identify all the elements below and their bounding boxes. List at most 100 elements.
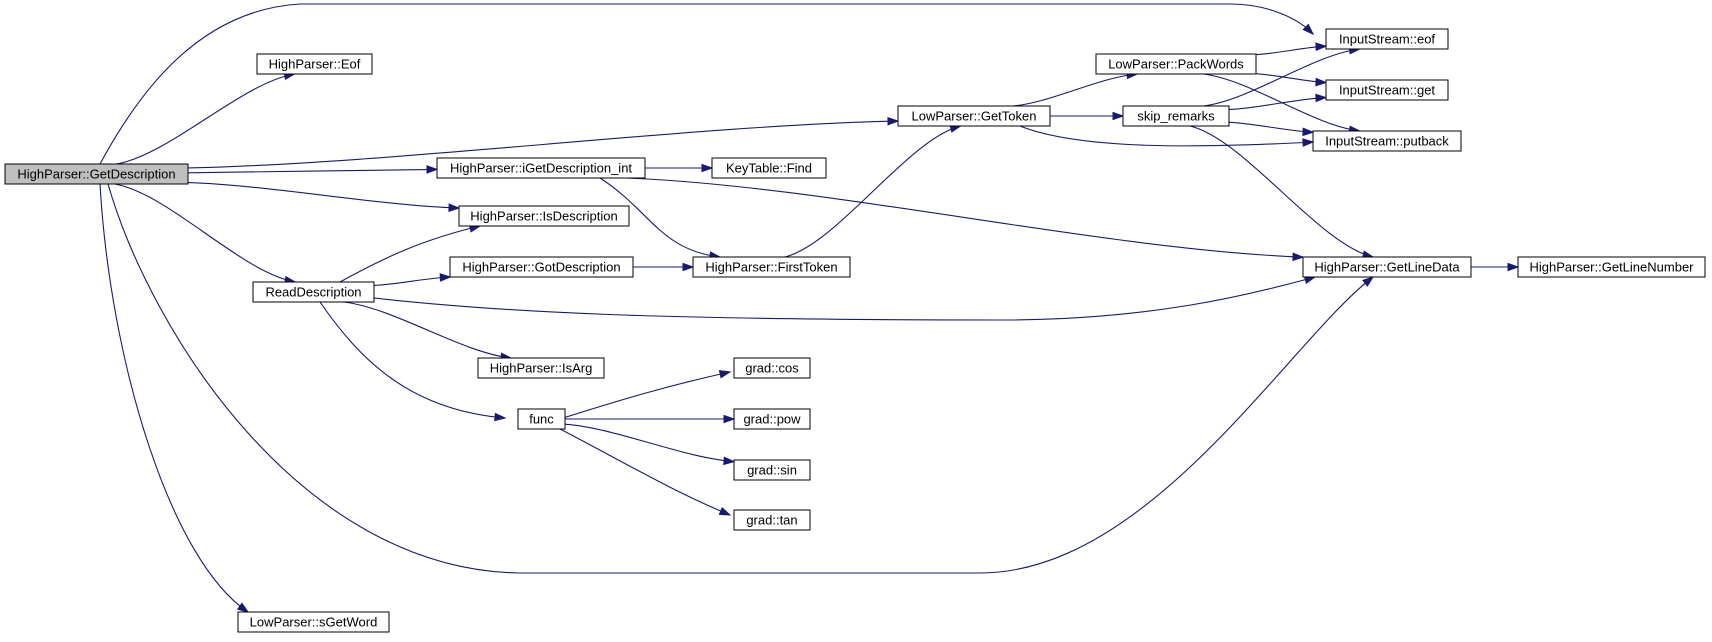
edge-func-to-pow-arrowhead [723, 414, 736, 424]
call-graph-nodes: HighParser::GetDescription HighParser::Eo… [4, 28, 1706, 633]
node-eof[interactable]: HighParser::Eof [256, 53, 373, 75]
edge-gettoken-to-packwords [1012, 70, 1139, 107]
edge-func-to-pow [565, 414, 736, 424]
node-isarg[interactable]: HighParser::IsArg [477, 357, 605, 379]
node-isdesc[interactable]: HighParser::IsDescription [458, 205, 630, 227]
edge-getdesc-to-igetdesc [187, 165, 439, 174]
edge-skip-to-getlinedata-line [1189, 125, 1374, 258]
node-getdesc[interactable]: HighParser::GetDescription [4, 163, 189, 185]
edge-getdesc-to-eof-line [116, 73, 295, 165]
node-firsttoken-label: HighParser::FirstToken [705, 260, 837, 275]
edge-gettoken-to-skip-arrowhead [1112, 111, 1125, 121]
node-is-get[interactable]: InputStream::get [1325, 79, 1449, 101]
edge-gettoken-to-is_putback-line [1019, 125, 1314, 147]
edge-skip-to-getlinedata [1189, 125, 1375, 259]
edge-func-to-tan [559, 428, 732, 516]
edge-packwords-to-is_get-arrowhead [1315, 77, 1328, 87]
node-pow-box [733, 408, 811, 430]
node-readdesc[interactable]: ReadDescription [252, 281, 375, 303]
node-getdesc-box [4, 163, 189, 185]
edge-func-to-sin-line [564, 423, 735, 463]
edge-gettoken-to-skip [1049, 111, 1125, 121]
node-gettoken-box [897, 105, 1051, 127]
edge-getdesc-to-eof [116, 71, 297, 165]
node-is-eof-box [1325, 28, 1449, 50]
edge-getdesc-to-igetdesc-arrowhead [426, 165, 439, 174]
node-eof-box [256, 53, 373, 75]
node-gettoken[interactable]: LowParser::GetToken [897, 105, 1051, 127]
edge-readdesc-to-gotdesc-arrowhead [439, 273, 452, 282]
edge-igetdesc-to-firsttoken-line [599, 177, 721, 258]
edge-packwords-to-is_eof-line [1255, 45, 1327, 56]
edge-packwords-to-is_get-line [1255, 73, 1327, 84]
node-gotdesc[interactable]: HighParser::GotDescription [449, 256, 634, 278]
edge-getdesc-to-readdesc [114, 183, 297, 285]
edge-readdesc-to-gotdesc-line [373, 276, 451, 286]
node-is-eof[interactable]: InputStream::eof [1325, 28, 1449, 50]
edge-gettoken-to-packwords-line [1012, 73, 1138, 107]
edge-igetdesc-to-getlinedata-arrowhead [1292, 252, 1305, 262]
node-sgetword[interactable]: LowParser::sGetWord [237, 611, 390, 633]
node-pow-label: grad::pow [743, 412, 801, 427]
edge-getdesc-to-isdesc [187, 182, 461, 213]
node-firsttoken-box [692, 256, 851, 278]
node-getlinedata[interactable]: HighParser::GetLineData [1302, 256, 1472, 278]
node-find[interactable]: KeyTable::Find [711, 157, 827, 179]
node-isdesc-label: HighParser::IsDescription [470, 209, 617, 224]
edge-func-to-cos-line [559, 371, 731, 420]
node-sgetword-box [237, 611, 390, 633]
edge-gettoken-to-is_putback-arrowhead [1302, 138, 1315, 147]
edge-igetdesc-to-find [645, 163, 714, 173]
edge-readdesc-to-isarg [343, 301, 513, 362]
edge-getdesc-to-gettoken-arrowhead [887, 116, 900, 126]
node-is-putback-box [1312, 130, 1462, 152]
edge-skip-to-is_get-line [1228, 96, 1327, 111]
node-gotdesc-label: HighParser::GotDescription [462, 260, 620, 275]
edge-func-to-cos-arrowhead [718, 370, 732, 379]
edge-igetdesc-to-find-arrowhead [701, 163, 714, 173]
node-pow[interactable]: grad::pow [733, 408, 811, 430]
node-readdesc-label: ReadDescription [265, 285, 361, 300]
node-tan[interactable]: grad::tan [733, 509, 811, 531]
edge-getdesc-to-getlinedata-line [107, 183, 1374, 574]
node-skip[interactable]: skip_remarks [1122, 105, 1230, 127]
node-is-get-label: InputStream::get [1339, 83, 1435, 98]
node-firsttoken[interactable]: HighParser::FirstToken [692, 256, 851, 278]
edge-getdesc-to-getlinedata [107, 183, 1375, 574]
node-func-label: func [529, 412, 554, 427]
node-isdesc-box [458, 205, 630, 227]
node-cos-box [733, 357, 811, 379]
node-packwords-label: LowParser::PackWords [1108, 57, 1244, 72]
node-tan-label: grad::tan [746, 513, 797, 528]
node-igetdesc-label: HighParser::iGetDescription_int [450, 161, 632, 176]
edge-getdesc-to-sgetword [99, 183, 250, 613]
edge-getdesc-to-igetdesc-line [187, 168, 438, 174]
node-cos[interactable]: grad::cos [733, 357, 811, 379]
node-skip-label: skip_remarks [1137, 109, 1215, 124]
node-is-get-box [1325, 79, 1449, 101]
node-isarg-box [477, 357, 605, 379]
call-graph-edges [99, 3, 1520, 613]
node-getlinenumber[interactable]: HighParser::GetLineNumber [1517, 256, 1706, 278]
node-eof-label: HighParser::Eof [269, 57, 361, 72]
node-packwords[interactable]: LowParser::PackWords [1095, 53, 1257, 75]
edge-gotdesc-to-firsttoken [632, 262, 695, 272]
edge-func-to-tan-line [559, 428, 731, 516]
node-sin[interactable]: grad::sin [733, 459, 811, 481]
edge-readdesc-to-isarg-line [343, 301, 512, 359]
edge-packwords-to-is_get [1255, 73, 1328, 87]
node-gotdesc-box [449, 256, 634, 278]
edge-getdesc-to-sgetword-arrowhead [236, 602, 250, 613]
node-sgetword-label: LowParser::sGetWord [250, 615, 378, 630]
edge-readdesc-to-gotdesc [373, 273, 452, 286]
edge-getdesc-to-is_eof-line [99, 3, 1314, 165]
edge-skip-to-is_putback-arrowhead [1302, 127, 1315, 137]
node-func[interactable]: func [517, 408, 566, 430]
node-is-eof-label: InputStream::eof [1339, 32, 1435, 47]
node-igetdesc[interactable]: HighParser::iGetDescription_int [436, 157, 646, 179]
node-tan-box [733, 509, 811, 531]
node-getlinedata-box [1302, 256, 1472, 278]
node-is-putback[interactable]: InputStream::putback [1312, 130, 1462, 152]
node-gettoken-label: LowParser::GetToken [911, 109, 1036, 124]
edge-skip-to-is_eof-line [1203, 48, 1360, 107]
